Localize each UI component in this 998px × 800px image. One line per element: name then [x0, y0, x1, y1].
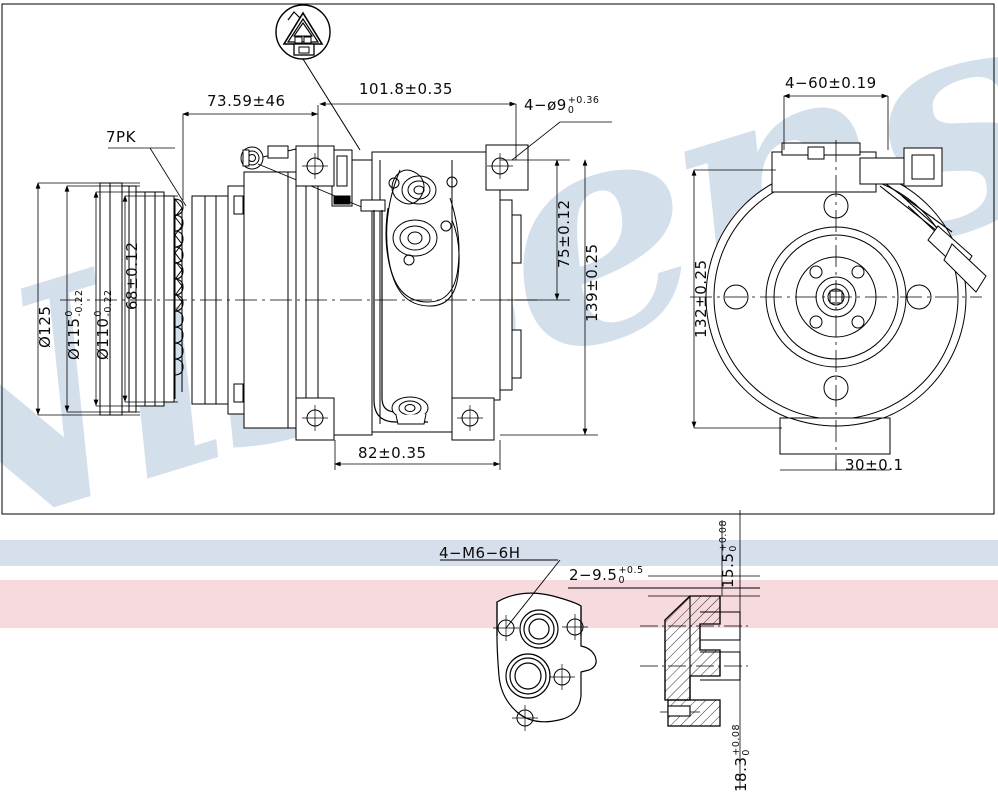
side-view-dimension-lines [35, 101, 612, 470]
connector-detail [275, 4, 331, 60]
dimension-73-59: 73.59±46 [207, 92, 286, 110]
dimension-82: 82±0.35 [358, 444, 427, 462]
background-band-blue-top [0, 540, 998, 566]
dimension-30: 30±0.1 [845, 456, 904, 474]
end-view-dimension-lines [691, 93, 890, 471]
dimension-dia125: Ø125 [36, 305, 54, 348]
dimension-75: 75±0.12 [555, 199, 573, 268]
section-detail-geometry [568, 510, 760, 790]
callout-belt-7pk: 7PK [106, 128, 136, 146]
end-view-geometry [690, 140, 987, 470]
dimension-132: 132±0.25 [692, 259, 710, 338]
dimension-68: 68±0.12 [123, 241, 141, 310]
dimension-4-m6-6h: 4−M6−6H [439, 544, 521, 562]
side-view-geometry [60, 144, 540, 441]
dimension-139: 139±0.25 [583, 243, 601, 322]
flange-detail-geometry [440, 559, 597, 732]
dimension-101-8: 101.8±0.35 [359, 80, 453, 98]
dimension-4x60: 4−60±0.19 [785, 74, 877, 92]
